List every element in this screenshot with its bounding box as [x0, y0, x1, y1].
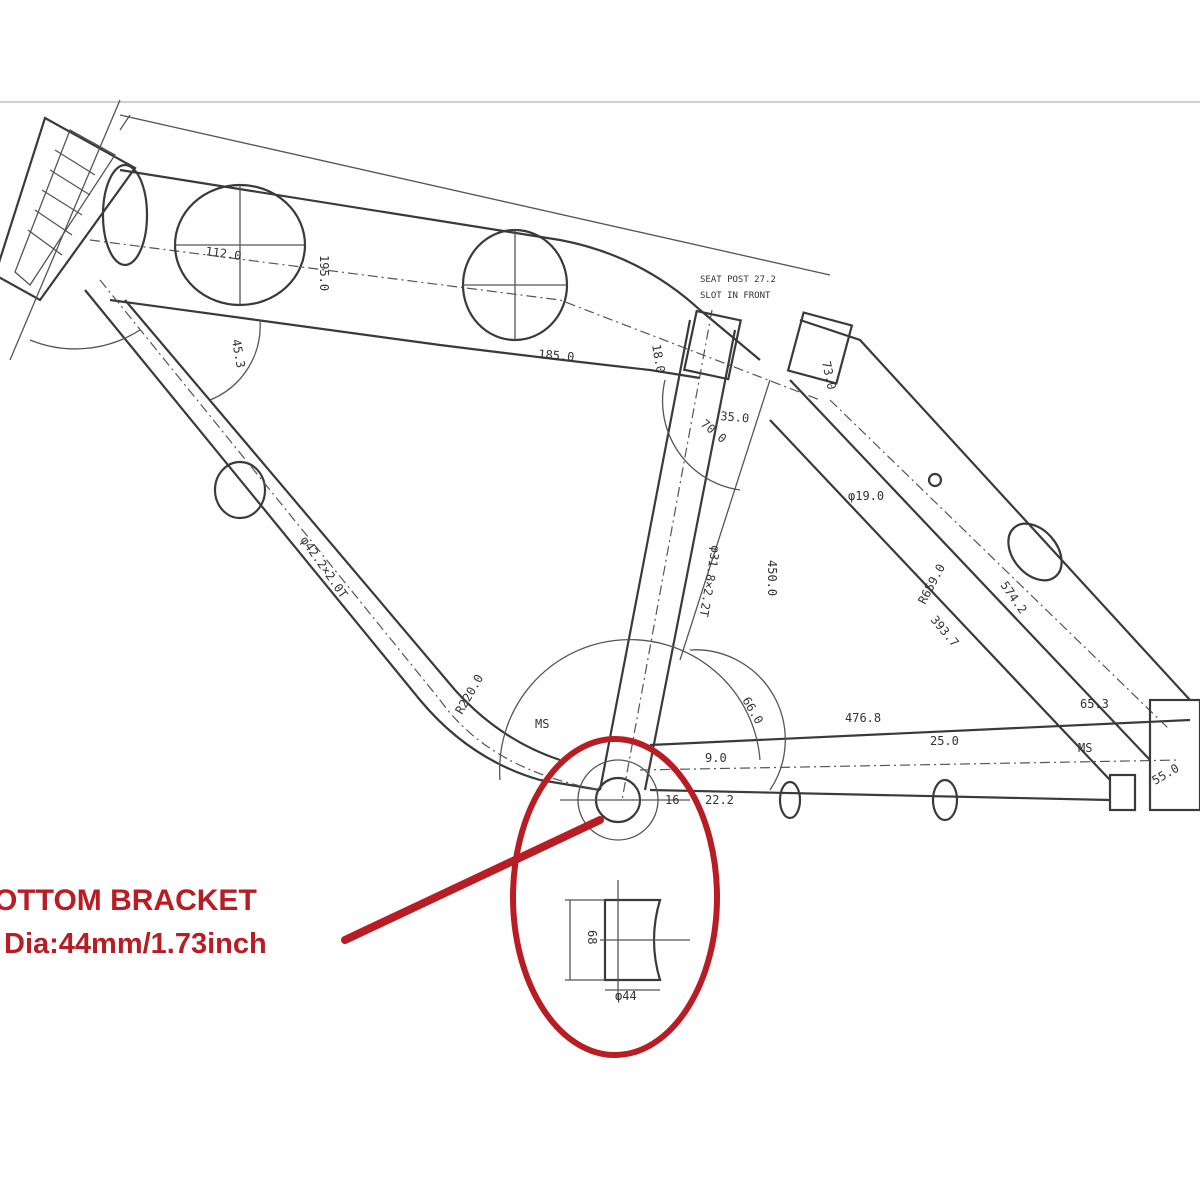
bottom-bracket-section: [565, 880, 690, 1000]
dim-55: 55.0: [1150, 761, 1182, 788]
dim-22: 22.2: [705, 793, 734, 807]
dim-66: 66.0: [739, 695, 766, 727]
dim-73: 73.0: [819, 360, 839, 391]
down-tube: [84, 279, 601, 792]
dim-tube-left: φ42.2×2.0T: [298, 534, 351, 601]
dim-45: 45.3: [229, 338, 248, 369]
seat-tube: [598, 309, 771, 801]
bottom-bracket: [498, 638, 761, 841]
rear-triangle: [639, 311, 1200, 822]
top-tube: [89, 114, 831, 401]
note-seat-post-1: SEAT POST 27.2: [700, 275, 776, 285]
dim-phi19: φ19.0: [848, 489, 884, 503]
dim-35: 35.0: [720, 409, 750, 425]
dim-195: 195.0: [317, 255, 331, 291]
dim-tube-seat: φ31.8×2.2T: [696, 544, 722, 618]
dim-65: 65.3: [1080, 697, 1109, 711]
callout-marker: [341, 736, 720, 1058]
head-tube: [0, 99, 137, 361]
dim-44: φ44: [615, 989, 637, 1003]
dim-450: 450.0: [765, 560, 779, 596]
dim-r659: R659.0: [915, 562, 948, 607]
dim-476: 476.8: [845, 711, 881, 725]
dim-9: 9.0: [705, 751, 727, 765]
dim-16: 16: [665, 793, 679, 807]
dim-68: 68: [585, 930, 599, 944]
note-seat-post-2: SLOT IN FRONT: [700, 291, 771, 301]
dim-18: 18.0: [649, 343, 668, 374]
dim-185: 185.0: [538, 347, 575, 364]
tube-sections: [101, 163, 569, 520]
bottom-bracket-diameter: Dia:44mm/1.73inch: [4, 928, 267, 960]
dim-574: 574.2: [998, 579, 1030, 617]
dim-112: 112.0: [205, 244, 243, 263]
dim-ms2: MS: [1078, 741, 1092, 755]
dim-25: 25.0: [930, 734, 959, 748]
angle-arcs: [29, 319, 786, 791]
bottom-bracket-label: OTTOM BRACKET: [0, 884, 257, 917]
dim-ms1: MS: [535, 717, 549, 731]
